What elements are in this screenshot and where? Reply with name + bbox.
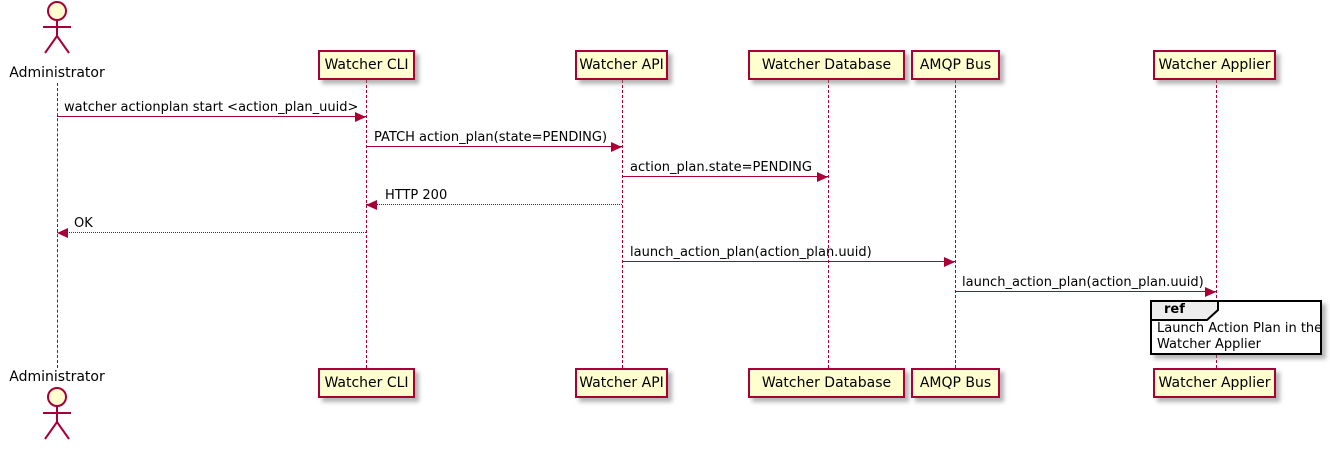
- participant-watcher-api-top: Watcher API: [575, 50, 668, 80]
- ref-text-line-2: Watcher Applier: [1157, 337, 1261, 352]
- participant-watcher-api-bottom: Watcher API: [575, 368, 668, 398]
- participant-watcher-cli-bottom: Watcher CLI: [318, 368, 415, 398]
- participant-watcher-database-bottom: Watcher Database: [748, 368, 905, 398]
- participant-watcher-database-top: Watcher Database: [748, 50, 905, 80]
- participant-label: Watcher API: [579, 57, 664, 73]
- participant-label: Watcher Database: [761, 57, 892, 73]
- message-label: launch_action_plan(action_plan.uuid): [962, 275, 1204, 290]
- message-line: [366, 204, 622, 205]
- lifeline-amqp-bus: [955, 80, 956, 368]
- message-line: [57, 116, 366, 117]
- participant-amqp-bus-bottom: AMQP Bus: [911, 368, 1000, 398]
- participant-watcher-applier-top: Watcher Applier: [1153, 50, 1276, 80]
- message-label: OK: [74, 216, 93, 231]
- participant-label: Watcher Applier: [1158, 57, 1271, 73]
- actor-stick-figure-icon: [43, 387, 71, 440]
- participant-label: Watcher Database: [761, 375, 892, 391]
- arrowhead-icon: [57, 228, 68, 238]
- message-label: watcher actionplan start <action_plan_uu…: [64, 100, 359, 115]
- ref-fragment: ref Launch Action Plan in the Watcher Ap…: [1150, 300, 1322, 355]
- arrowhead-icon: [944, 257, 955, 267]
- lifeline-watcher-database: [828, 80, 829, 368]
- message-label: PATCH action_plan(state=PENDING): [374, 130, 608, 145]
- lifeline-administrator: [57, 83, 58, 368]
- participant-watcher-applier-bottom: Watcher Applier: [1153, 368, 1276, 398]
- message-line: [622, 176, 828, 177]
- participant-label: AMQP Bus: [919, 375, 992, 391]
- ref-keyword: ref: [1164, 302, 1185, 317]
- arrowhead-icon: [817, 172, 828, 182]
- ref-text-line-1: Launch Action Plan in the: [1157, 321, 1323, 336]
- participant-label: AMQP Bus: [919, 57, 992, 73]
- participant-label: Watcher Applier: [1158, 375, 1271, 391]
- participant-label: Watcher CLI: [324, 57, 409, 73]
- participant-watcher-cli-top: Watcher CLI: [318, 50, 415, 80]
- message-label: HTTP 200: [385, 188, 448, 203]
- arrowhead-icon: [366, 200, 377, 210]
- message-label: action_plan.state=PENDING: [630, 160, 812, 175]
- arrowhead-icon: [355, 112, 366, 122]
- message-label: launch_action_plan(action_plan.uuid): [630, 245, 872, 260]
- participant-label: Watcher CLI: [324, 375, 409, 391]
- lifeline-watcher-cli: [366, 80, 367, 368]
- lifeline-watcher-api: [622, 80, 623, 368]
- actor-stick-figure-icon: [43, 1, 71, 54]
- actor-label-administrator-bottom: Administrator: [9, 369, 105, 385]
- arrowhead-icon: [1205, 287, 1216, 297]
- actor-label-administrator-top: Administrator: [9, 65, 105, 81]
- message-line: [366, 146, 622, 147]
- arrowhead-icon: [611, 142, 622, 152]
- participant-label: Watcher API: [579, 375, 664, 391]
- message-line: [955, 291, 1216, 292]
- lifeline-watcher-applier: [1216, 80, 1217, 368]
- ref-tab-pentagon-icon: [1150, 300, 1219, 321]
- participant-amqp-bus-top: AMQP Bus: [911, 50, 1000, 80]
- message-line: [622, 261, 955, 262]
- message-line: [57, 232, 366, 233]
